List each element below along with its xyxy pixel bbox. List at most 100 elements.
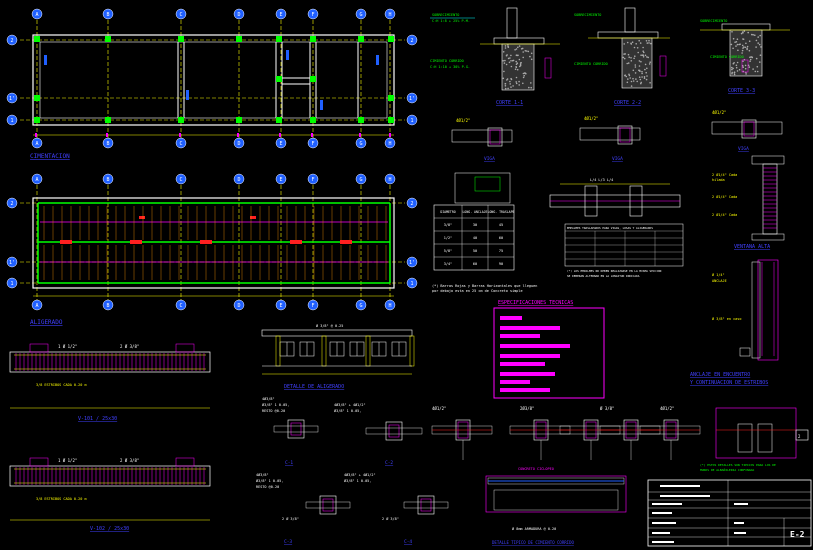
p1-top-bubble-2: C [179,12,182,18]
p1-top-bubble-4: E [279,12,282,18]
detalle-cimiento-label: DETALLE TIPICO DE CIMIENTO CORRIDO [492,540,574,545]
p1-bot-bubble-3: D [237,141,240,147]
p2-bot-bubble-1: B [106,303,109,309]
p2-left-bubble-0: 2 [10,201,13,207]
splice-detail: L/4 L/3 L/4 EMPALMES TRASLAPADOS PARA VI… [549,178,684,278]
p2-top-bubble-0: A [35,177,38,183]
p1-right-bubble-1: 1' [409,96,415,102]
p1-bot-bubble-2: C [179,141,182,147]
beam-sections: 4Ø1/2" VIGA 4Ø1/2" VIGA 4Ø1/2" VIGA [451,110,783,162]
p2-top-bubble-1: B [106,177,109,183]
p1-bot-bubble-0: A [35,141,38,147]
ventana-alta-label: VENTANA ALTA [734,244,770,250]
svg-text:Ø3/8" 1 0.05,: Ø3/8" 1 0.05, [256,478,283,483]
sheet-number: E-2 [790,530,805,539]
p1-top-bubble-6: G [359,12,362,18]
svg-text:2 Ø 3/8": 2 Ø 3/8" [120,458,139,463]
p1-bot-bubble-1: B [106,141,109,147]
p2-bot-bubble-2: C [179,303,182,309]
table-cell: 90 [499,262,503,266]
corte-3-label: CORTE 3-3 [728,88,755,94]
svg-text:CIMIENTO CORRIDO: CIMIENTO CORRIDO [430,59,464,63]
especificaciones-title: ESPECIFICACIONES TECNICAS [498,300,573,306]
svg-text:(*) ESTOS DETALLES SON TIPICOS: (*) ESTOS DETALLES SON TIPICOS PARA LOS … [700,463,776,467]
svg-text:CONCRETO CICLOPEO: CONCRETO CICLOPEO [518,467,554,471]
viga-2-label: V-102 / 25x30 [90,526,129,532]
svg-text:1 Ø 1/2": 1 Ø 1/2" [58,458,77,463]
p2-bot-bubble-0: A [35,303,38,309]
spec-tag-1: 4Ø1/2" [432,406,446,411]
svg-text:4Ø3/8" + 4Ø1/2": 4Ø3/8" + 4Ø1/2" [344,472,376,477]
p2-bot-bubble-6: G [359,303,362,309]
viga-label: VIGA [738,146,749,152]
p1-bot-bubble-6: G [359,141,362,147]
detalle-aligerado-label: DETALLE DE ALIGERADO [284,384,344,390]
p2-bot-bubble-7: H [388,303,391,309]
svg-text:L/4 L/3 L/4: L/4 L/3 L/4 [590,178,613,182]
spec-tag-3: Ø 3/8" [600,406,614,411]
svg-text:4Ø1/2": 4Ø1/2" [456,118,470,123]
svg-text:RESTO @0.20: RESTO @0.20 [262,409,285,413]
svg-text:ANCLAJE: ANCLAJE [712,279,727,283]
table-cell: 50 [473,249,477,253]
p2-left-bubble-2: 1 [10,281,13,287]
table-header-2: LONG. TRASLAPE [488,210,515,214]
svg-text:por debajo esta en 25 cm de Co: por debajo esta en 25 cm de Concreto sim… [432,289,523,293]
p1-left-bubble-0: 2 [10,38,13,44]
plan1-label: CIMENTACION [30,153,70,160]
p1-bot-bubble-7: H [388,141,391,147]
p1-top-bubble-1: B [106,12,109,18]
svg-text:Ø 3/8" @ 0.25: Ø 3/8" @ 0.25 [316,323,343,328]
svg-text:4Ø1/2": 4Ø1/2" [584,116,598,121]
svg-text:C:H 1:10 + 30% P.G.: C:H 1:10 + 30% P.G. [430,65,470,69]
svg-text:4Ø3/8": 4Ø3/8" [256,472,269,477]
table-cell: 3/8" [444,223,452,227]
p2-bot-bubble-3: D [237,303,240,309]
p1-bot-bubble-4: E [279,141,282,147]
svg-text:4Ø3/8" + 4Ø1/2": 4Ø3/8" + 4Ø1/2" [334,402,366,407]
svg-text:2 Ø 3/8": 2 Ø 3/8" [120,344,139,349]
slab-detail: Ø 3/8" @ 0.25 DETALLE DE ALIGERADO [261,323,415,390]
svg-text:2 Ø 3/8": 2 Ø 3/8" [382,516,399,521]
svg-text:SOBRECIMIENTO: SOBRECIMIENTO [432,13,459,17]
p2-top-bubble-3: D [237,177,240,183]
svg-text:Ø3/8" 1 0.05,: Ø3/8" 1 0.05, [344,478,371,483]
table-cell: 75 [499,249,503,253]
svg-text:SE DEBERAN ALTERNAR EN LA LONG: SE DEBERAN ALTERNAR EN LA LONGITUD INDIC… [567,274,640,278]
table-cell: 40 [473,236,477,240]
svg-text:CIMIENTO CORRIDO: CIMIENTO CORRIDO [574,62,608,66]
p2-top-bubble-4: E [279,177,282,183]
svg-text:2 Ø 3/8": 2 Ø 3/8" [282,516,299,521]
svg-text:Ø 3/8" en caso: Ø 3/8" en caso [712,316,742,321]
beam-elevations: 1 Ø 1/2" 2 Ø 3/8" 3/8 ESTRIBOS CADA 0.20… [9,343,211,532]
svg-text:EMPALMES TRASLAPADOS PARA VIGA: EMPALMES TRASLAPADOS PARA VIGAS, LOSAS Y… [567,226,653,230]
p2-top-bubble-2: C [179,177,182,183]
viga-1-label: V-101 / 25x30 [78,416,117,422]
svg-text:1 Ø 1/2": 1 Ø 1/2" [58,344,77,349]
col-label-2: C-2 [385,460,393,466]
p1-right-bubble-2: 1 [410,118,413,124]
svg-text:Ø 8mm ARMADURA @ 0.20: Ø 8mm ARMADURA @ 0.20 [512,526,556,531]
svg-text:VIGA: VIGA [484,156,495,162]
p2-top-bubble-6: G [359,177,362,183]
svg-text:Ø3/8" 1 0.05,: Ø3/8" 1 0.05, [262,402,289,407]
svg-text:MUROS DE ALBAÑILERIA CONFINADA: MUROS DE ALBAÑILERIA CONFINADA [700,467,754,472]
svg-text:SOBRECIMIENTO: SOBRECIMIENTO [574,13,601,17]
table-cell: 60 [473,262,477,266]
table-cell: 45 [499,223,503,227]
corte-2-label: CORTE 2-2 [614,100,641,106]
svg-text:Ø3/8" 1 0.05,: Ø3/8" 1 0.05, [334,408,361,413]
p1-left-bubble-1: 1' [9,96,15,102]
technical-specs: ESPECIFICACIONES TECNICAS [493,300,605,399]
svg-text:C:H 1:8 + 25% P.M.: C:H 1:8 + 25% P.M. [432,19,470,23]
lower-right-detail: 2 (*) ESTOS DETALLES SON TIPICOS PARA LO… [700,407,809,472]
svg-text:VIGA: VIGA [612,156,623,162]
plan2-label: ALIGERADO [30,319,63,326]
svg-text:2 Ø1/4" Cada: 2 Ø1/4" Cada [712,194,737,199]
anclaje-title-1: ANCLAJE EN ENCUENTRO [690,372,750,378]
svg-text:RESTO @0.20: RESTO @0.20 [256,485,279,489]
viga-101-text: 3/8 ESTRIBOS CADA 0.20 m [36,383,87,387]
